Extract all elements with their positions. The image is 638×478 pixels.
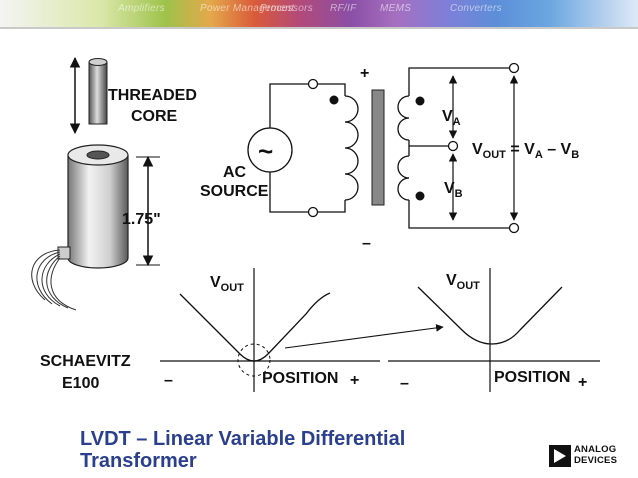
secondary-circuit: [397, 62, 520, 234]
logo-text-line1: ANALOG: [574, 444, 617, 455]
core-rod-top: [88, 58, 108, 66]
graph-left-plus: +: [350, 372, 359, 389]
ac-tilde: ~: [258, 136, 273, 166]
primary-terminal-top: [307, 78, 319, 90]
primary-dot: [329, 95, 339, 105]
analog-devices-logo: ANALOG DEVICES: [549, 441, 629, 473]
secondary-a-dot: [415, 96, 425, 106]
slide-title-line2: Transformer: [80, 450, 197, 472]
banner-label-processors: Processors: [260, 3, 314, 14]
output-terminal-top: [508, 62, 520, 74]
core-minus: –: [362, 235, 371, 252]
ac-source-circuit: [247, 78, 359, 218]
va-label: VA: [442, 108, 461, 128]
dimension-label: 1.75": [122, 211, 161, 228]
graph-left-ylabel: VOUT: [210, 274, 244, 294]
primary-coil: [344, 95, 359, 201]
graph-right-ylabel: VOUT: [446, 272, 480, 292]
graph-right: [388, 268, 600, 392]
source-label-line2: SOURCE: [200, 183, 269, 200]
cable-connector: [57, 246, 71, 260]
logo-text-line2: DEVICES: [574, 455, 618, 466]
threaded-core: [69, 56, 108, 135]
banner-label-power: Power Management: [200, 3, 295, 14]
graph-left-null-circle: [237, 343, 271, 377]
core-label-line2: CORE: [131, 108, 178, 125]
primary-terminal-bottom: [307, 206, 319, 218]
core-label-line1: THREADED: [108, 87, 197, 104]
banner-label-rf: RF/IF: [330, 3, 357, 14]
magnify-arrow: [284, 324, 444, 349]
graph-left-xlabel: POSITION: [262, 370, 338, 387]
banner-label-mems: MEMS: [380, 3, 412, 14]
center-tap-terminal: [447, 140, 459, 152]
ac-source-symbol: [247, 127, 293, 173]
graph-left-minus: –: [164, 372, 173, 389]
header-banner: Amplifiers Power Management Processors R…: [0, 0, 638, 27]
banner-label-amplifiers: Amplifiers: [118, 3, 165, 14]
lead-wires: [31, 249, 77, 311]
slide-title-line1: LVDT – Linear Variable Differential: [80, 428, 406, 450]
secondary-coil-a: [397, 95, 410, 141]
banner-label-converters: Converters: [450, 3, 502, 14]
secondary-b-dot: [415, 191, 425, 201]
core-plus: +: [360, 65, 369, 82]
graph-right-plus: +: [578, 374, 587, 391]
transformer-core-bar: [371, 89, 385, 206]
secondary-coil-b: [397, 155, 410, 201]
source-label-line1: AC: [223, 164, 247, 181]
vb-label: VB: [444, 180, 463, 200]
graph-right-xlabel: POSITION: [494, 369, 570, 386]
core-rod: [88, 61, 108, 125]
part-label-line2: E100: [62, 375, 99, 392]
banner-divider: [0, 27, 638, 29]
lvdt-body: [31, 144, 129, 311]
graph-left-curve: [179, 292, 331, 362]
analog-devices-logo-icon: [549, 445, 571, 467]
part-label-line1: SCHAEVITZ: [40, 353, 131, 370]
output-terminal-bottom: [508, 222, 520, 234]
graph-right-minus: –: [400, 375, 409, 392]
graph-left: [160, 268, 380, 392]
vout-equation: VOUT = VA – VB: [472, 141, 579, 161]
graph-right-curve: [417, 286, 563, 345]
slide-title: LVDT – Linear Variable Differential Tran…: [80, 428, 520, 472]
